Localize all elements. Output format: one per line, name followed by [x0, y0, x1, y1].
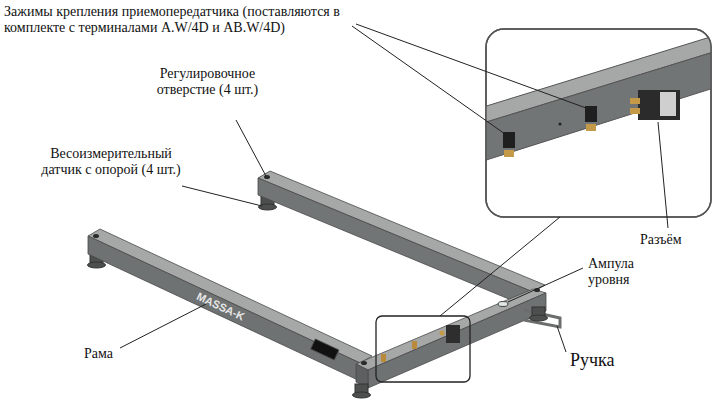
load-cell-legs-front: [353, 307, 548, 398]
frame-cross-beam: [356, 289, 546, 388]
detail-frame: [376, 316, 470, 382]
frame-left-arm: [88, 229, 372, 381]
level-vial: [498, 302, 508, 307]
adjusting-holes: [93, 175, 540, 365]
part-label: Ампула уровня: [588, 256, 668, 288]
part-label: Разъём: [640, 232, 712, 248]
part-label: Весоизмерительный датчик с опорой (4 шт.…: [36, 146, 186, 178]
part-label: Рама: [84, 346, 134, 362]
part-label: Регулировочное отверстие (4 шт.): [150, 66, 265, 98]
clamp-note: Зажимы крепления приемопередатчика (пост…: [4, 4, 399, 36]
part-label: Ручка: [570, 350, 650, 371]
leader-lines: [120, 24, 668, 352]
magnified-inset: [480, 29, 718, 217]
